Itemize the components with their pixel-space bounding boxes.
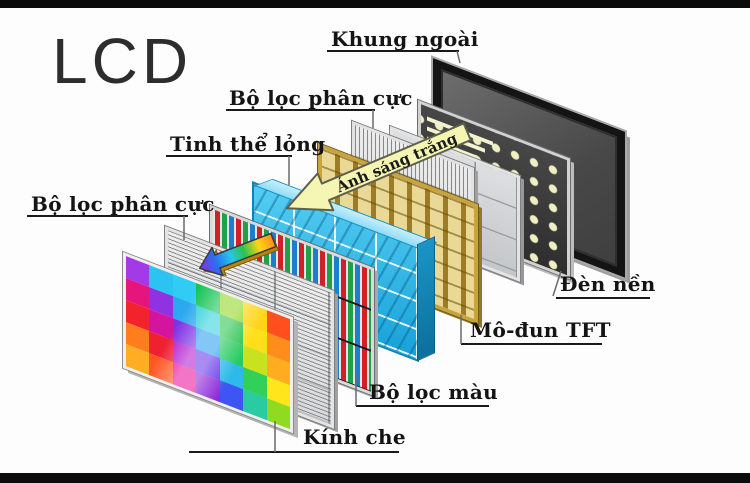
rainbow-light-arrow <box>193 223 282 284</box>
label-color-filter: Bộ lọc màu <box>369 380 498 404</box>
label-front-polarizer: Bộ lọc phân cực <box>31 192 215 216</box>
letterbox-bottom <box>0 473 750 483</box>
label-outer-frame: Khung ngoài <box>331 27 479 51</box>
letterbox-top <box>0 0 750 8</box>
rainbow-arrow-shape <box>198 232 277 277</box>
label-liquid-crystal: Tinh thể lỏng <box>170 132 326 156</box>
label-backlight: Đèn nền <box>560 272 656 296</box>
label-tft-module: Mô-đun TFT <box>470 318 611 342</box>
diagram-title: LCD <box>52 25 193 97</box>
label-rear-polarizer: Bộ lọc phân cực <box>229 86 413 110</box>
connector-outer-frame <box>456 50 461 64</box>
label-cover-glass: Kính che <box>303 425 406 449</box>
white-light-arrow-shape <box>285 122 472 212</box>
